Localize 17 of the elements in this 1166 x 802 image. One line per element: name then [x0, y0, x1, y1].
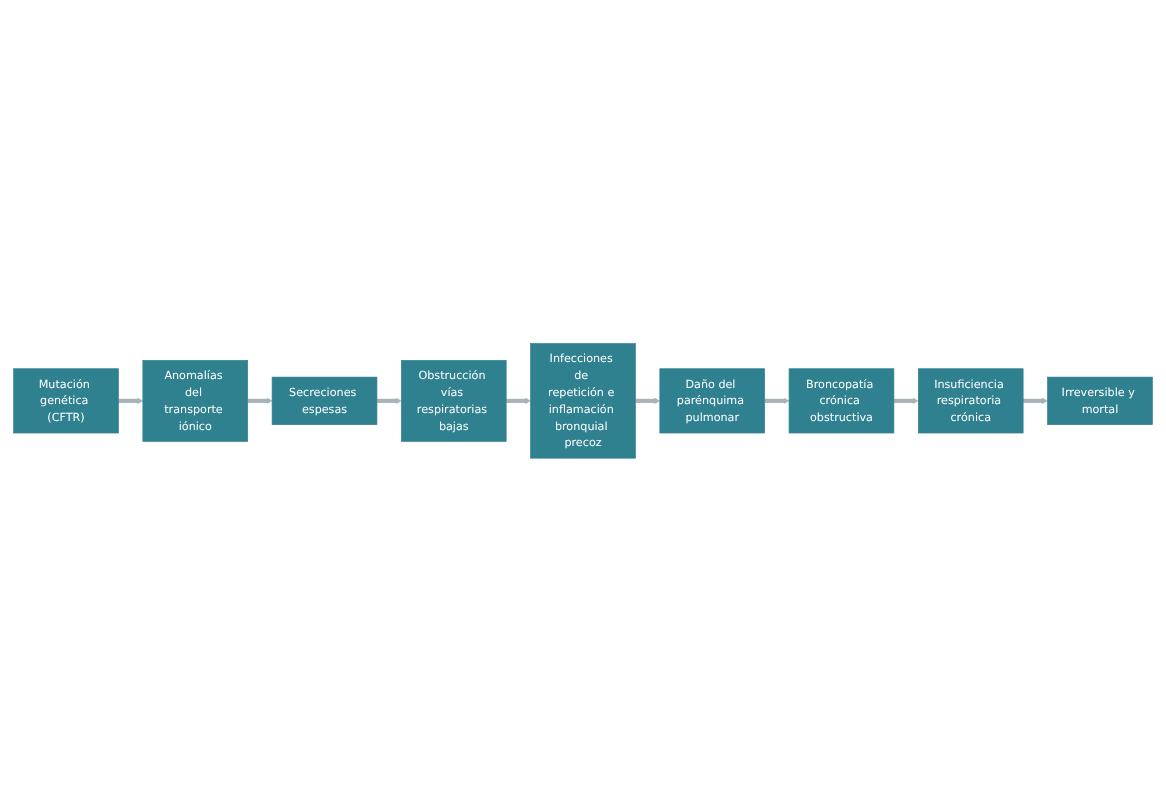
- arrow: [376, 397, 402, 405]
- node-box: [13, 368, 119, 434]
- arrow: [247, 397, 273, 405]
- node-box: [1047, 376, 1153, 426]
- node-box: [659, 368, 765, 434]
- node-box: [401, 360, 507, 442]
- arrow: [635, 397, 661, 405]
- node-box: [530, 343, 636, 459]
- arrow: [764, 397, 790, 405]
- node-box: [788, 368, 895, 434]
- arrow: [506, 397, 531, 405]
- arrow: [1023, 397, 1048, 405]
- node-box: [142, 360, 248, 442]
- arrow: [118, 397, 144, 405]
- node-box: [271, 376, 378, 426]
- arrow: [893, 397, 919, 405]
- node-box: [918, 368, 1024, 434]
